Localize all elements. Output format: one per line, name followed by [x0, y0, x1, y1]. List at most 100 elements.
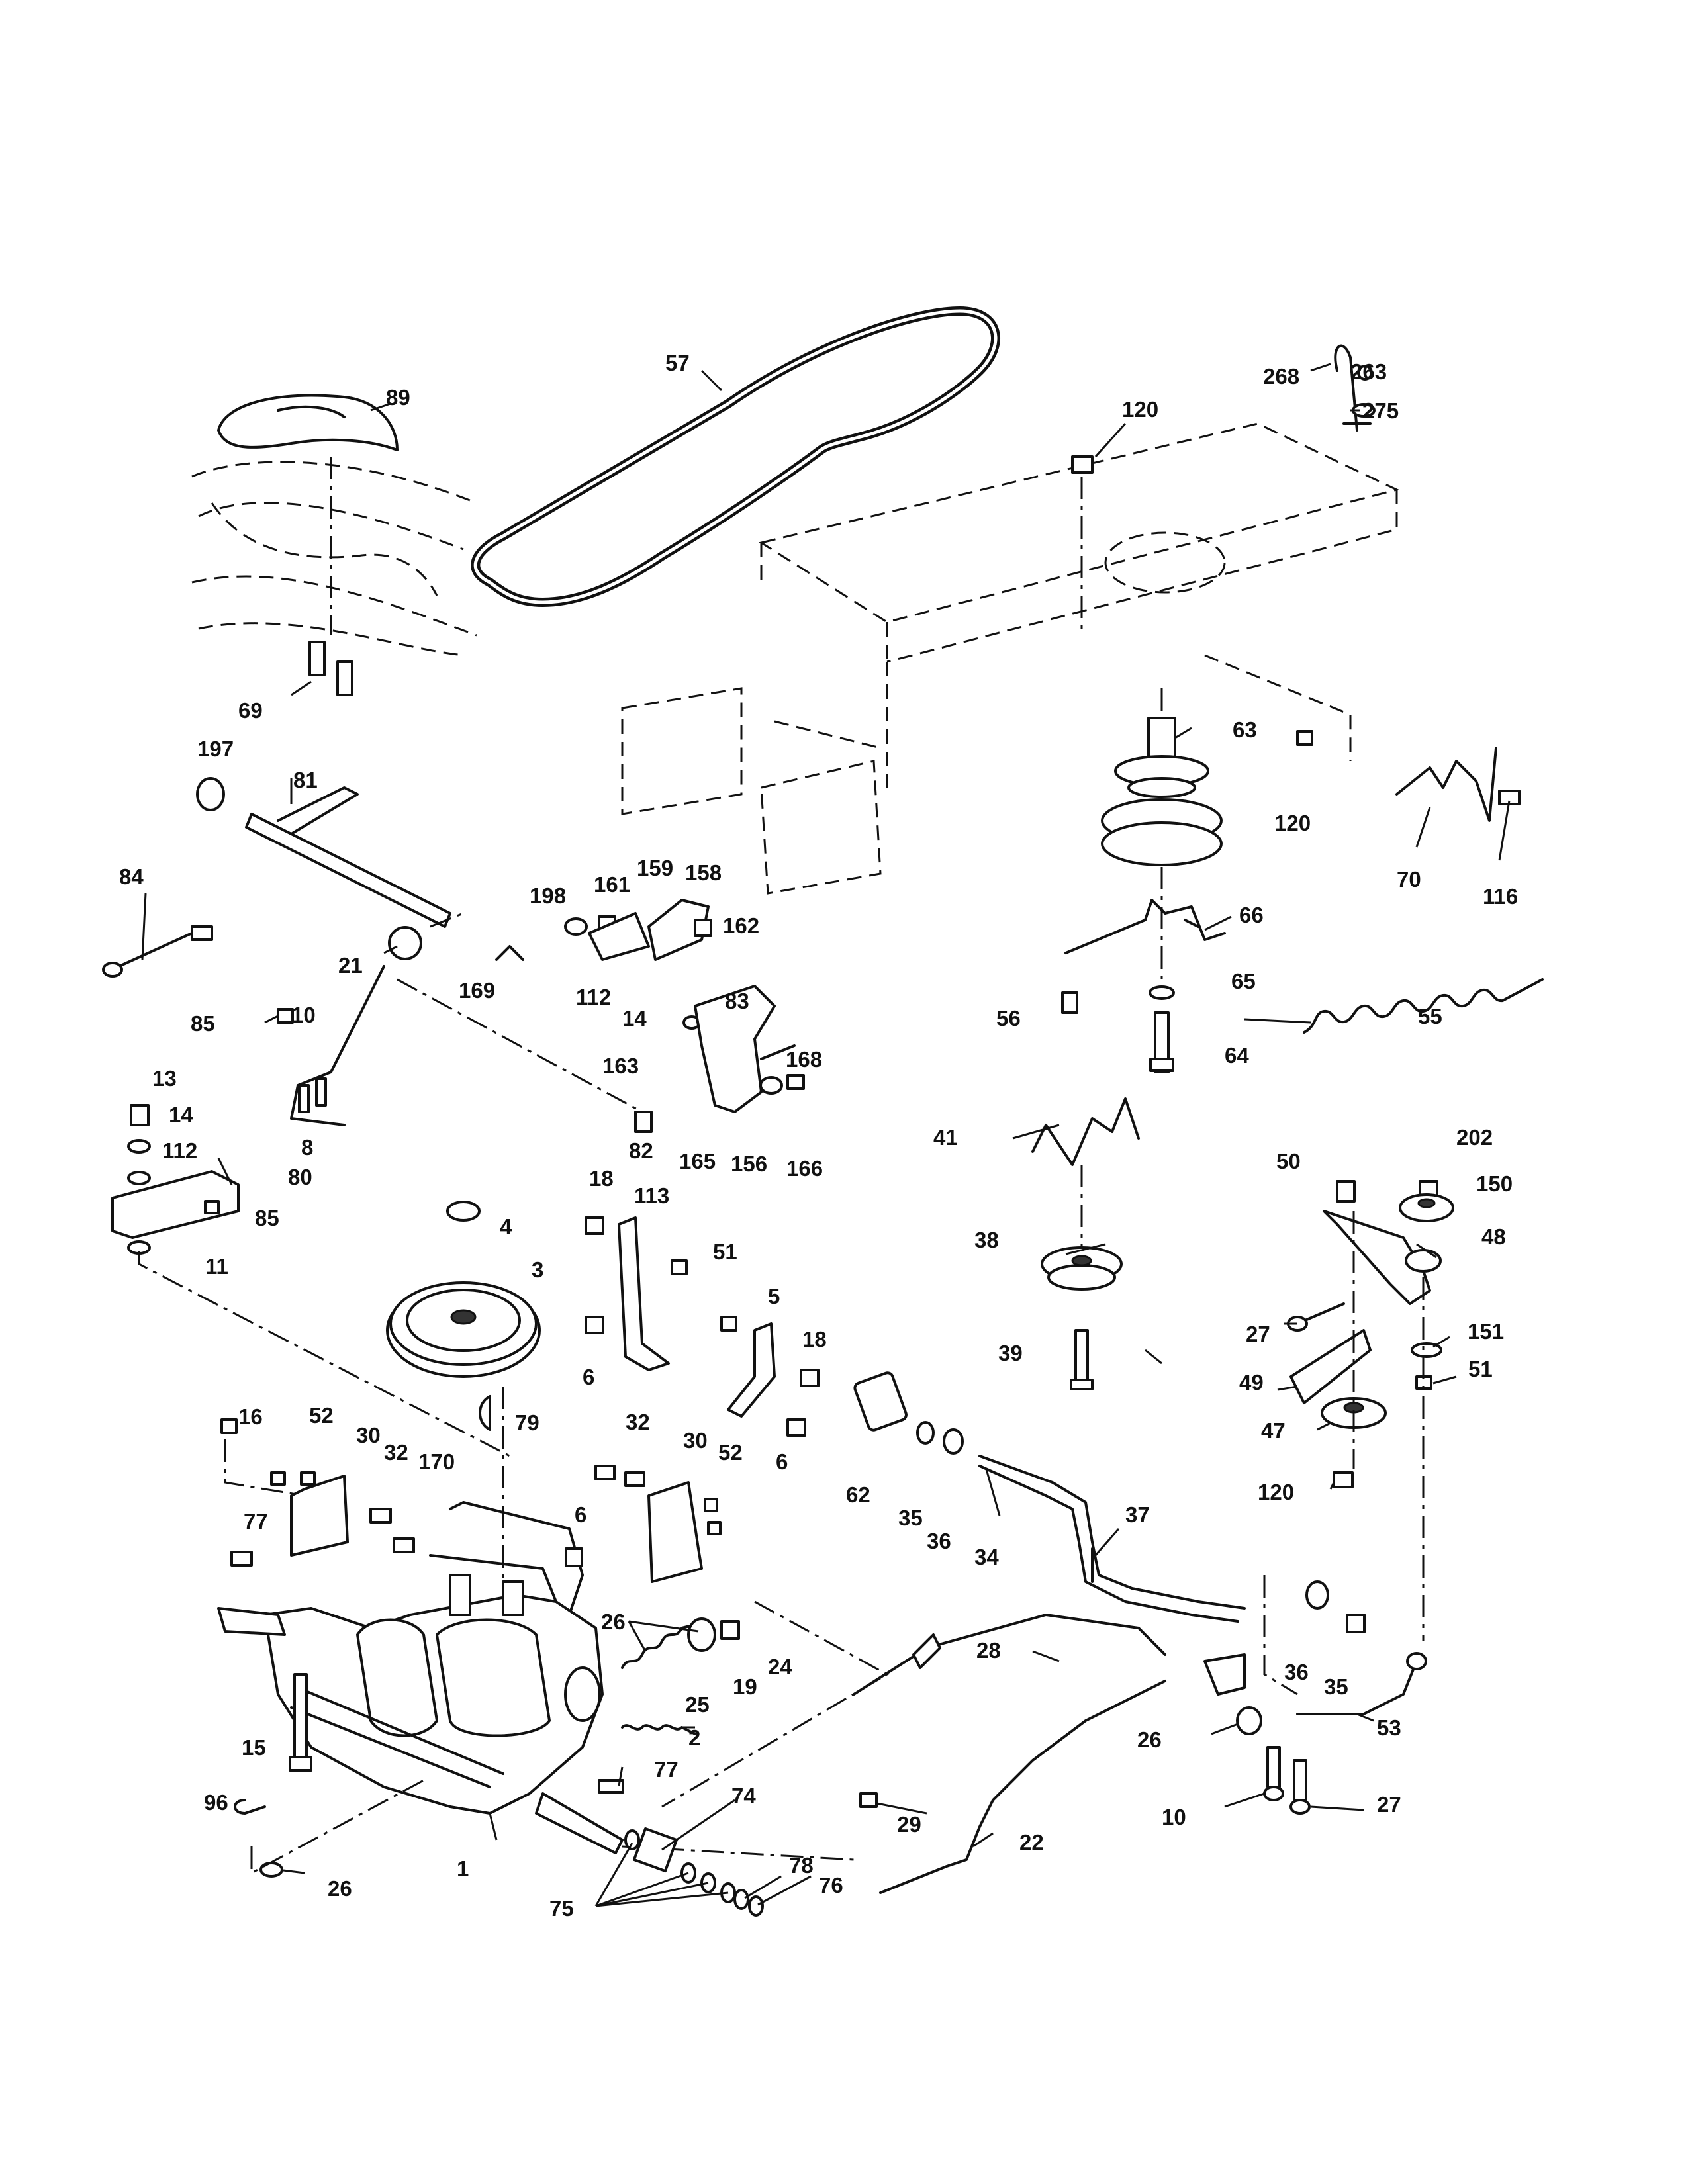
- bracket-26: [1203, 1653, 1246, 1696]
- callout-26: 26: [1137, 1727, 1162, 1752]
- callout-165: 165: [679, 1149, 716, 1173]
- nut-85-b: [204, 1200, 220, 1214]
- callout-27: 27: [1377, 1792, 1401, 1817]
- washer-26-b: [1236, 1706, 1262, 1735]
- axis-line-36: [1263, 1575, 1298, 1696]
- shift-cover-89: [217, 394, 399, 451]
- callout-25: 25: [685, 1692, 710, 1717]
- washer-65: [1149, 985, 1175, 1000]
- pulley-3: [386, 1281, 541, 1378]
- callout-19: 19: [733, 1674, 757, 1699]
- bracket-169: [495, 945, 524, 961]
- callout-1: 1: [457, 1856, 469, 1881]
- nuts-52-b: [704, 1498, 722, 1535]
- bracket-30-b: [647, 1481, 703, 1583]
- spring-55: [1303, 978, 1544, 1034]
- callout-13: 13: [152, 1066, 177, 1091]
- bracket-5: [727, 1322, 776, 1418]
- callout-27: 27: [1246, 1322, 1270, 1346]
- callout-82: 82: [629, 1138, 653, 1163]
- callout-3: 3: [532, 1257, 543, 1282]
- callout-36: 36: [927, 1529, 951, 1553]
- clamp-82: [634, 1111, 653, 1133]
- callout-162: 162: [723, 913, 759, 938]
- callout-66: 66: [1239, 903, 1264, 927]
- callout-47: 47: [1261, 1418, 1286, 1443]
- callout-156: 156: [731, 1152, 767, 1176]
- bracket-30: [290, 1475, 349, 1557]
- callout-83: 83: [725, 989, 749, 1013]
- washer-156: [759, 1076, 783, 1095]
- bolt-6-c: [565, 1547, 583, 1567]
- bolt-18-b: [800, 1369, 820, 1387]
- belt-guide-41: [1031, 1097, 1140, 1166]
- cross-shaft-34: [978, 1455, 1246, 1623]
- belt-guide-49: [1289, 1329, 1372, 1404]
- bolt-6-b: [585, 1316, 604, 1334]
- callout-55: 55: [1418, 1004, 1442, 1028]
- callout-151: 151: [1468, 1319, 1504, 1343]
- callout-18: 18: [802, 1327, 827, 1351]
- spring-25: [621, 1623, 696, 1669]
- bolt-166: [786, 1074, 805, 1090]
- callout-166: 166: [786, 1156, 823, 1181]
- nut-120-b: [1296, 730, 1313, 746]
- callout-198: 198: [530, 884, 566, 908]
- callout-120: 120: [1122, 397, 1158, 422]
- nut-24: [720, 1620, 740, 1640]
- bolt-27: [1287, 1302, 1345, 1332]
- callout-22: 22: [1019, 1830, 1044, 1854]
- callout-53: 53: [1377, 1715, 1401, 1740]
- callout-168: 168: [786, 1047, 822, 1071]
- key-79: [479, 1395, 491, 1431]
- callout-39: 39: [998, 1341, 1023, 1365]
- callout-76: 76: [819, 1873, 843, 1897]
- brake-rod-28: [853, 1614, 1166, 1696]
- rod-84: [102, 925, 213, 978]
- callout-21: 21: [338, 953, 363, 978]
- callout-52: 52: [718, 1440, 743, 1465]
- bolt-39: [1070, 1329, 1094, 1390]
- nut-120: [1071, 455, 1094, 629]
- callout-56: 56: [996, 1006, 1021, 1030]
- callout-150: 150: [1476, 1171, 1513, 1196]
- knob-21: [388, 926, 422, 960]
- bolt-13: [130, 1104, 150, 1126]
- callout-77: 77: [244, 1509, 268, 1533]
- callout-120: 120: [1274, 811, 1311, 835]
- callout-163: 163: [602, 1054, 639, 1078]
- callout-268: 268: [1263, 364, 1299, 388]
- callout-6: 6: [583, 1365, 594, 1389]
- bolt-18: [585, 1216, 604, 1235]
- callout-10: 10: [1162, 1805, 1186, 1829]
- spring-clip-268: [1334, 344, 1372, 432]
- snap-ring-4: [446, 1201, 481, 1222]
- callout-48: 48: [1481, 1224, 1506, 1249]
- callout-78: 78: [789, 1853, 814, 1878]
- callout-38: 38: [974, 1228, 999, 1252]
- callout-37: 37: [1125, 1502, 1150, 1527]
- callout-62: 62: [846, 1482, 870, 1507]
- bushing-62: [853, 1371, 908, 1432]
- callout-10: 10: [291, 1003, 316, 1027]
- spacer-74: [632, 1827, 679, 1873]
- spring-2: [621, 1724, 696, 1735]
- callout-202: 202: [1456, 1125, 1493, 1150]
- nut-263: [1357, 365, 1373, 381]
- callout-69: 69: [238, 698, 263, 723]
- callout-41: 41: [933, 1125, 958, 1150]
- washers-75: [624, 1829, 736, 1903]
- callout-120: 120: [1258, 1480, 1294, 1504]
- callout-74: 74: [731, 1784, 756, 1808]
- washer-26: [259, 1862, 283, 1878]
- washer-112: [127, 1171, 151, 1185]
- callout-70: 70: [1397, 867, 1421, 891]
- washer-76: [748, 1895, 764, 1917]
- callout-63: 63: [1233, 717, 1257, 742]
- callout-35: 35: [898, 1506, 923, 1530]
- bolts-69: [308, 457, 353, 696]
- axis-line-26: [250, 1779, 424, 1875]
- callout-169: 169: [459, 978, 495, 1003]
- callout-113: 113: [634, 1183, 669, 1208]
- callout-8: 8: [301, 1135, 313, 1160]
